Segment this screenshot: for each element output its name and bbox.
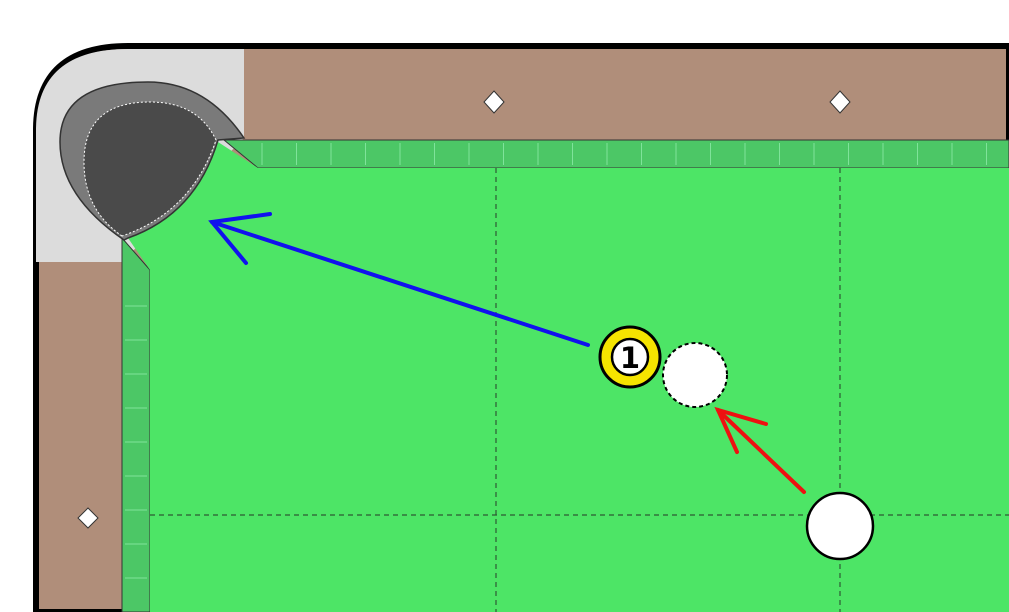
cue-ball-path-line [716, 408, 806, 494]
object-ball-path-line [210, 220, 590, 347]
object-ball-number: 1 [620, 341, 640, 375]
object-ball-number-disc [610, 337, 650, 377]
object-ball-path [208, 212, 590, 347]
cushion-segment-ticks [125, 143, 987, 579]
cue-ball [805, 491, 875, 561]
arrow-icon [208, 212, 272, 265]
cue-ball-path [714, 406, 806, 494]
top-cushion [222, 139, 1009, 169]
ghost-ball [662, 342, 728, 408]
table-cloth [128, 142, 1009, 612]
pocket-hole [83, 101, 217, 237]
object-ball: 1 [598, 325, 662, 389]
diamond-marker-icon [483, 90, 505, 114]
diamond-marker-icon [829, 90, 851, 114]
diamond-marker-icon [77, 507, 99, 529]
left-cushion [121, 236, 151, 612]
arrow-icon [714, 406, 768, 454]
corner-pocket-icon [59, 81, 246, 241]
